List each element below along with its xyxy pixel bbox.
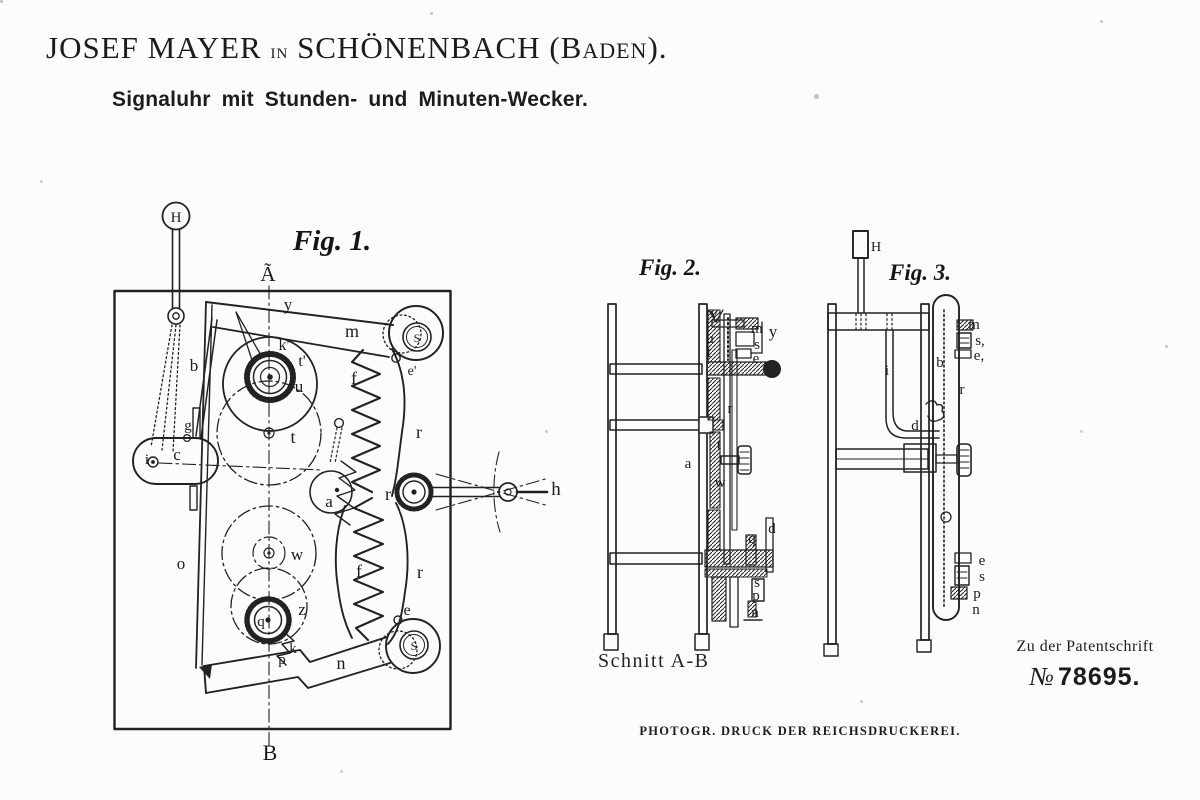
fig3-mid-rod <box>836 444 971 476</box>
fig3-hammer-knob <box>853 231 868 313</box>
numero-sign: № <box>1030 662 1055 691</box>
figure-label-t: t' <box>298 353 305 370</box>
fig2-back-plate <box>699 304 707 634</box>
figure-label-v: v <box>710 306 718 322</box>
figure-label-q: q <box>748 531 756 547</box>
fig1-clock-plate <box>115 203 550 749</box>
figure-label-p: p <box>973 586 981 602</box>
fig3-spring-rail <box>926 295 959 620</box>
figure-label-a: a <box>685 456 692 472</box>
patent-header: JOSEF MAYER in SCHÖNENBACH (Baden). <box>46 30 668 66</box>
figure-label-i: i <box>885 363 889 379</box>
figure-label-S: S <box>414 331 421 345</box>
figure-label-p: p <box>278 652 286 668</box>
figure-label-s: s, <box>975 333 985 349</box>
figure-label-H: H <box>871 240 881 255</box>
figure-label-n: n <box>972 602 980 618</box>
fig1-hammer-assembly <box>151 203 190 453</box>
fig3-side-view <box>824 231 973 656</box>
fig3-front-plate <box>828 304 836 644</box>
figure-label-u: u <box>295 377 304 396</box>
figure-label-y: y <box>284 295 293 314</box>
figure-label-q: q <box>257 614 265 630</box>
fig1-title: Fig. 1. <box>292 225 371 257</box>
figure-label-b: b <box>936 355 944 371</box>
invention-title: Signaluhr mit Stunden- und Minuten-Wecke… <box>112 88 588 112</box>
patent-number-digits: 78695. <box>1058 663 1140 691</box>
fig3-top-bar <box>828 313 929 330</box>
figure-label-n: n <box>337 653 346 673</box>
figure-label-r: r <box>960 382 965 398</box>
figure-label-m: m <box>751 321 763 337</box>
figure-label-o: o <box>177 554 186 573</box>
figure-label-a: a <box>325 492 333 511</box>
figure-label-w: w <box>291 545 304 564</box>
figure-label-i: i <box>145 452 149 468</box>
figure-2-drawing: Fig. 2. Schnitt A-B <box>580 248 810 693</box>
figure-label-g: g <box>184 418 192 434</box>
fig2-adjust-knob <box>721 446 751 474</box>
figure-label-h: h <box>551 479 561 500</box>
fig2-title: Fig. 2. <box>638 255 701 280</box>
figure-label-k: k <box>289 641 297 657</box>
figure-label-e: e <box>403 602 410 619</box>
figure-label-e: e, <box>974 348 984 364</box>
figure-label-m: m <box>968 317 980 333</box>
fig2-caption: Schnitt A-B <box>598 650 710 672</box>
figure-label-n: n <box>751 605 759 621</box>
figure-1-drawing: Fig. 1. <box>100 190 580 770</box>
figure-label-e: e <box>753 351 760 367</box>
fig3-title: Fig. 3. <box>888 260 951 285</box>
figure-label-B: B <box>263 740 278 765</box>
figure-label-d: d <box>911 418 919 434</box>
figure-label-c: c <box>173 445 181 464</box>
figure-label-r: r <box>728 401 733 417</box>
figure-label-w: w <box>715 475 726 491</box>
fig1-escapement <box>310 419 356 525</box>
figure-label-k: k' <box>279 337 290 354</box>
figure-label-d: d <box>768 521 776 537</box>
figure-label-p: p <box>752 588 760 604</box>
figure-label-y: y <box>769 322 778 341</box>
inventor-location: SCHÖNENBACH <box>297 30 541 65</box>
inventor-name: JOSEF MAYER <box>46 30 262 65</box>
fig1-winding-wheel <box>397 452 549 532</box>
figure-label-r: r <box>416 422 422 442</box>
fig1-lever-c <box>133 318 322 510</box>
figure-label-f: f <box>351 368 357 388</box>
figure-label-H: H <box>171 210 182 226</box>
figure-label-t: t <box>290 427 295 447</box>
figure-label-t: t <box>717 437 722 453</box>
header-preposition: in <box>270 38 288 63</box>
figure-label-S: S <box>411 639 418 653</box>
fig3-bottom-stack <box>951 553 971 599</box>
figure-label-z: z <box>298 600 306 619</box>
figure-label-f: f <box>356 561 362 581</box>
fig2-front-plate <box>608 304 616 634</box>
figure-label-e: e' <box>408 364 417 379</box>
figure-label-b: b <box>190 356 199 375</box>
figure-label-r: r <box>417 562 423 582</box>
figure-label-s: s <box>979 569 985 585</box>
figure-label-: Ã <box>260 262 276 286</box>
fig1-bottom-arm <box>199 616 440 693</box>
figure-label-r: r <box>385 484 391 504</box>
figure-label-m: m <box>345 321 359 341</box>
reference-note: Zu der Patentschrift <box>980 638 1190 656</box>
fig2-wheel-column <box>708 310 744 564</box>
patent-number: № 78695. <box>980 662 1190 692</box>
printer-credit: PHOTOGR. DRUCK DER REICHSDRUCKEREI. <box>630 724 970 739</box>
scan-speckles <box>0 0 3 3</box>
inventor-region: (Baden). <box>549 30 667 65</box>
figure-label-e: e <box>979 553 986 569</box>
figure-3-drawing: Fig. 3. <box>815 222 1015 690</box>
